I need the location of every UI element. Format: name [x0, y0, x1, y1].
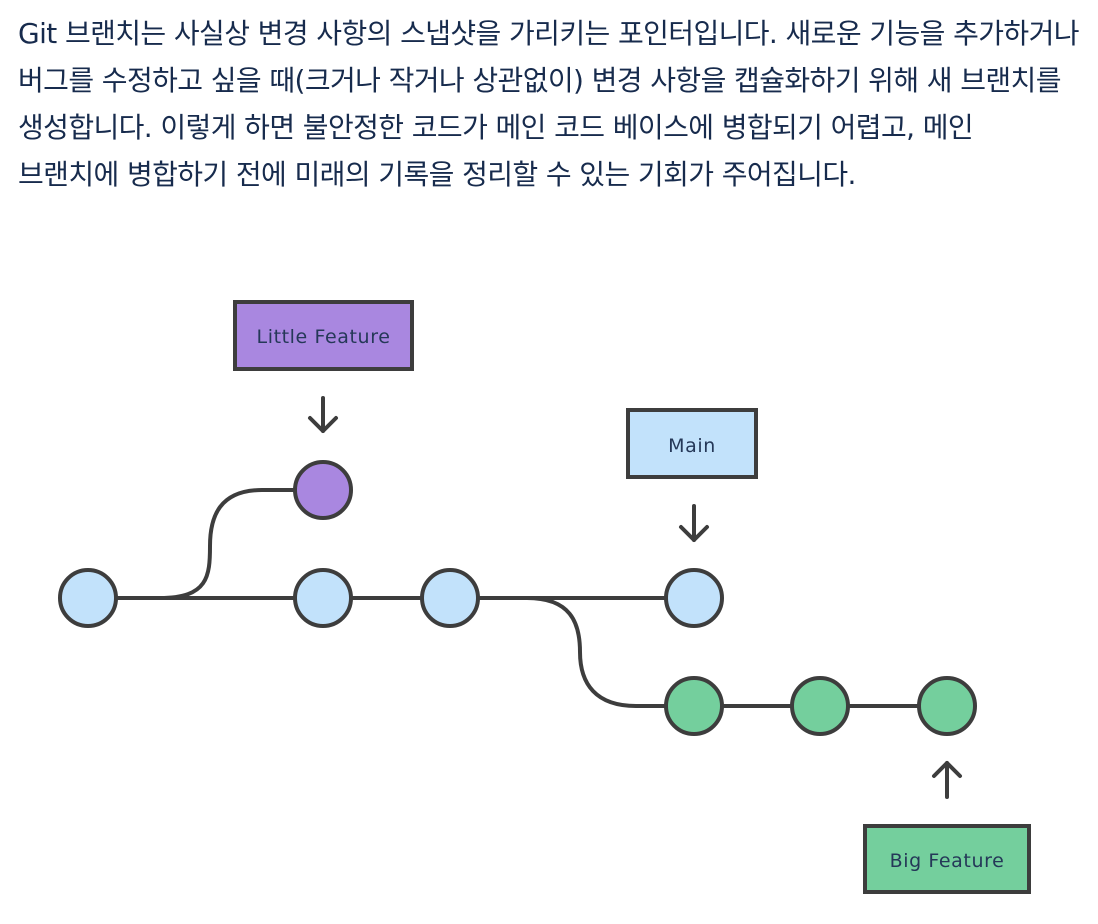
arrow-down-icon — [308, 396, 338, 433]
main-label: Main — [626, 408, 758, 479]
little-feature-branch-line — [86, 488, 325, 600]
main-commit — [420, 568, 480, 628]
main-commit — [58, 568, 118, 628]
big-feature-label: Big Feature — [863, 824, 1031, 894]
little-feature-label: Little Feature — [233, 300, 414, 371]
big-feature-commit — [790, 676, 850, 736]
main-head-commit — [664, 568, 724, 628]
big-feature-head-commit — [917, 676, 977, 736]
big-feature-commit — [664, 676, 724, 736]
big-feature-branch-line — [448, 596, 949, 708]
little-feature-label-text: Little Feature — [257, 326, 391, 348]
main-label-text: Main — [668, 435, 716, 457]
article-paragraph: Git 브랜치는 사실상 변경 사항의 스냅샷을 가리키는 포인터입니다. 새로… — [18, 17, 1079, 191]
big-feature-label-text: Big Feature — [890, 850, 1005, 872]
little-feature-commit — [293, 460, 353, 520]
arrow-down-icon — [679, 504, 709, 542]
main-commit — [293, 568, 353, 628]
arrow-up-icon — [932, 761, 962, 799]
